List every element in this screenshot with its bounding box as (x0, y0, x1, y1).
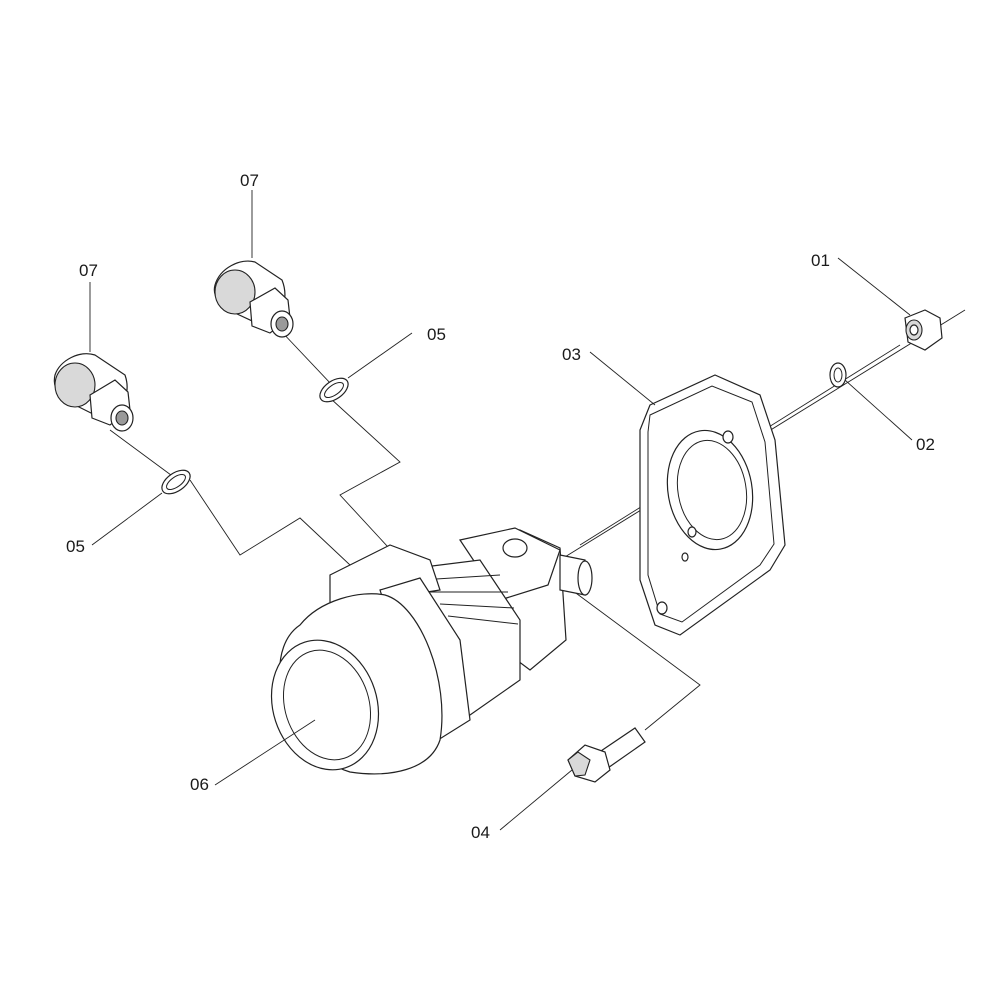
part-07-fitting-left (53, 353, 134, 432)
part-01-nut (904, 309, 943, 351)
part-03-flange-plate (639, 374, 786, 636)
label-05-upper: 05 (427, 325, 446, 344)
label-04: 04 (471, 823, 490, 842)
callout-labels: 01 02 03 04 05 05 06 07 07 (66, 171, 935, 842)
label-06: 06 (190, 775, 209, 794)
label-07-left: 07 (79, 261, 98, 280)
label-05-left: 05 (66, 537, 85, 556)
callout-leaders (89, 190, 913, 831)
part-04-bolt (567, 727, 646, 783)
label-03: 03 (562, 345, 581, 364)
part-02-washer (829, 362, 847, 388)
part-05-oring-upper (319, 377, 349, 403)
label-02: 02 (916, 435, 935, 454)
label-01: 01 (811, 251, 830, 270)
part-07-fitting-upper (213, 260, 294, 338)
part-05-oring-left (161, 469, 191, 495)
part-06-housing (270, 527, 593, 775)
label-07-upper: 07 (240, 171, 259, 190)
